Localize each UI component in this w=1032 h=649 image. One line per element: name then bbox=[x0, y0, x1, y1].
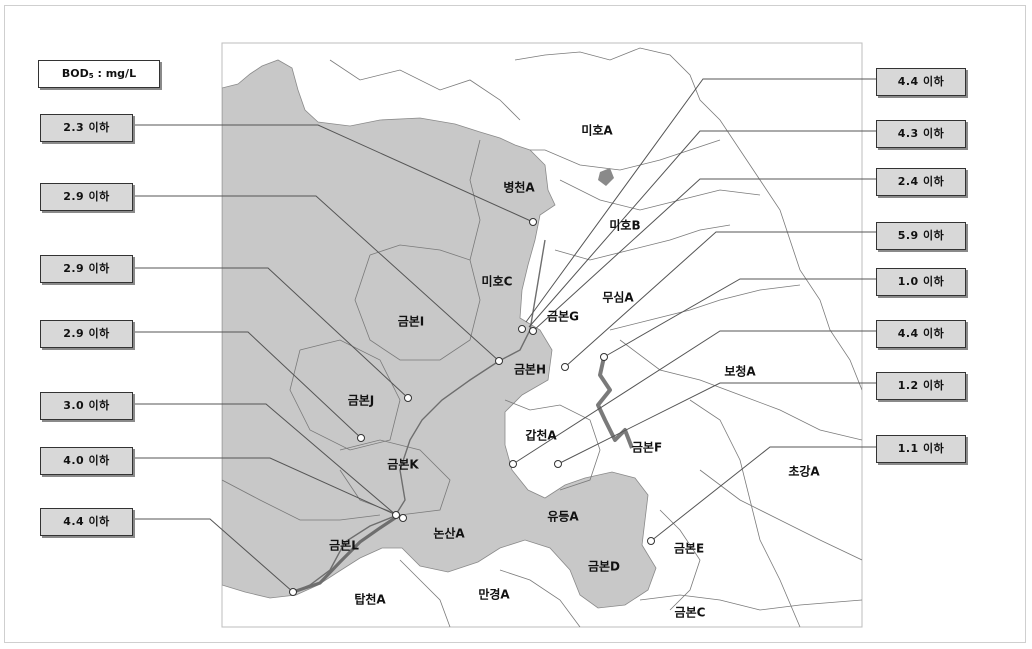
station-marker bbox=[399, 514, 407, 522]
leader-line bbox=[133, 267, 409, 399]
legend-unit: : mg/L bbox=[93, 67, 137, 80]
bod-value-box: 5.9 이하 bbox=[876, 222, 966, 250]
station-marker bbox=[529, 327, 537, 335]
leader-line bbox=[525, 78, 876, 323]
region-label: 금본F bbox=[631, 440, 663, 455]
region-label: 보청A bbox=[724, 364, 756, 379]
leader-line bbox=[133, 124, 534, 223]
bod-value-box: 4.4 이하 bbox=[876, 68, 966, 96]
region-label: 금본E bbox=[673, 541, 705, 556]
region-label: 금본H bbox=[513, 362, 547, 377]
region-label: 금본J bbox=[347, 393, 375, 408]
leader-line bbox=[133, 331, 362, 439]
upstream-lake bbox=[598, 168, 614, 186]
station-marker bbox=[289, 588, 297, 596]
station-marker bbox=[518, 325, 526, 333]
figure-frame bbox=[4, 5, 1026, 643]
region-label: 갑천A bbox=[525, 428, 557, 443]
bod-value-box: 3.0 이하 bbox=[40, 392, 133, 420]
region-label: 금본D bbox=[587, 559, 621, 574]
leader-line bbox=[557, 382, 876, 465]
bod-value-box: 4.0 이하 bbox=[40, 447, 133, 475]
region-label: 만경A bbox=[478, 587, 510, 602]
bod-value-box: 1.2 이하 bbox=[876, 372, 966, 400]
station-marker bbox=[561, 363, 569, 371]
region-label: 논산A bbox=[433, 526, 465, 541]
leader-line bbox=[528, 130, 876, 328]
lower-basin-shaded-area bbox=[222, 59, 657, 609]
bod-value-box: 2.9 이하 bbox=[40, 320, 133, 348]
region-label: 초강A bbox=[788, 464, 820, 479]
leader-line bbox=[564, 231, 876, 368]
station-marker bbox=[529, 218, 537, 226]
unit-legend: BOD5 : mg/L bbox=[38, 60, 160, 88]
bod-value-box: 4.3 이하 bbox=[876, 120, 966, 148]
region-label: 금본K bbox=[387, 457, 419, 472]
region-label: 금본G bbox=[547, 309, 579, 324]
leader-line bbox=[133, 518, 294, 593]
station-marker bbox=[404, 394, 412, 402]
station-marker bbox=[647, 537, 655, 545]
region-label: 금본L bbox=[329, 538, 359, 553]
bod-value-box: 4.4 이하 bbox=[40, 508, 133, 536]
region-label: 탑천A bbox=[354, 592, 386, 607]
bod-value-box: 1.1 이하 bbox=[876, 435, 966, 463]
legend-subscript: 5 bbox=[88, 72, 94, 80]
leader-line bbox=[133, 403, 397, 516]
leader-line bbox=[512, 330, 876, 465]
lower-river-reach bbox=[291, 516, 397, 594]
leader-line bbox=[650, 446, 876, 542]
region-label: 병천A bbox=[503, 180, 535, 195]
region-label: 미호C bbox=[481, 274, 513, 289]
leader-line bbox=[603, 278, 876, 358]
bod-value-box: 2.9 이하 bbox=[40, 255, 133, 283]
leader-line bbox=[133, 457, 404, 519]
region-label: 무심A bbox=[602, 290, 634, 305]
bod-value-box: 2.3 이하 bbox=[40, 114, 133, 142]
subbasin-boundaries bbox=[222, 47, 862, 627]
bod-value-box: 4.4 이하 bbox=[876, 320, 966, 348]
station-marker bbox=[495, 357, 503, 365]
station-marker bbox=[554, 460, 562, 468]
bod-value-box: 1.0 이하 bbox=[876, 268, 966, 296]
region-label: 금본C bbox=[674, 605, 706, 620]
region-label: 금본I bbox=[397, 314, 425, 329]
station-marker bbox=[509, 460, 517, 468]
region-label: 유등A bbox=[547, 509, 579, 524]
leader-line bbox=[133, 195, 500, 362]
region-label: 미호A bbox=[581, 123, 613, 138]
region-label: 미호B bbox=[609, 218, 641, 233]
bod-value-box: 2.9 이하 bbox=[40, 183, 133, 211]
station-marker bbox=[357, 434, 365, 442]
station-marker bbox=[600, 353, 608, 361]
bod-value-box: 2.4 이하 bbox=[876, 168, 966, 196]
station-marker bbox=[392, 511, 400, 519]
legend-prefix: BOD bbox=[61, 67, 89, 80]
leader-line bbox=[532, 178, 876, 332]
